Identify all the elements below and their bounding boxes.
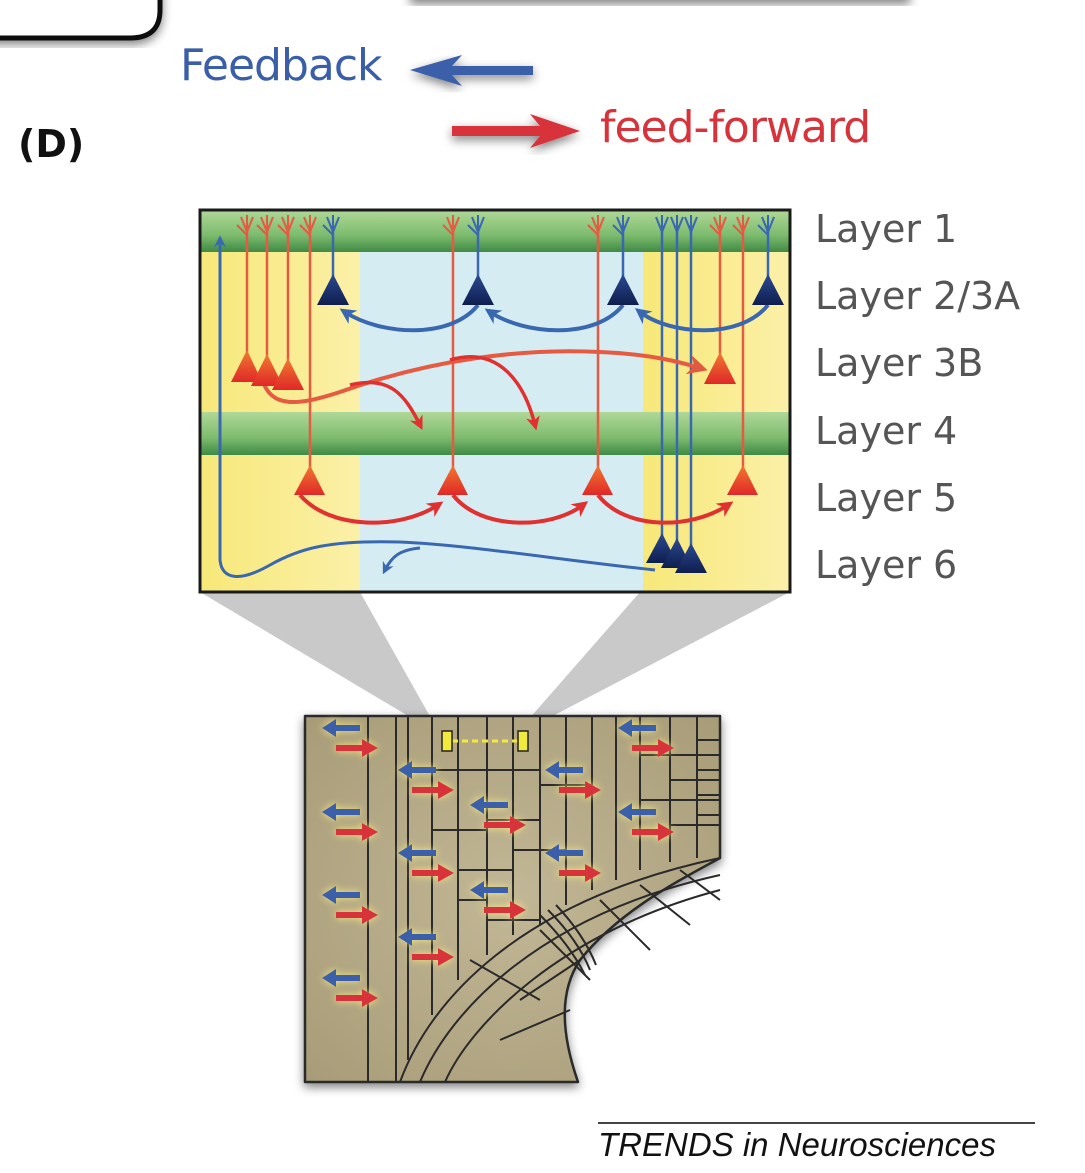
feedforward-arrow-icon <box>484 816 526 834</box>
neuron-l23-3 <box>607 274 639 305</box>
feedforward-dendrite-tufts <box>236 215 750 236</box>
column-right-yellow <box>643 210 790 592</box>
feedforward-arrow-icon <box>412 781 454 799</box>
neuron-l3b-2 <box>251 354 283 386</box>
legend-feedforward-label: feed-forward <box>600 102 871 153</box>
neuron-l5-3 <box>582 465 613 495</box>
feedforward-arrow-icon <box>484 901 526 919</box>
feedback-arrow-icon <box>618 803 656 821</box>
zoom-beam-left <box>200 592 432 720</box>
feedback-arrow-icon <box>322 719 360 737</box>
feedback-arrow-icon <box>545 761 583 779</box>
feedback-arrow-icon <box>618 719 656 737</box>
feedforward-arrow-icon <box>336 906 378 924</box>
feedforward-arrow-icon <box>412 948 454 966</box>
neuron-l3b-1 <box>231 350 262 382</box>
layer-label-3b: Layer 3B <box>815 341 984 385</box>
neuron-l6-3 <box>675 543 707 573</box>
layer5-feedforward-connections <box>298 493 734 525</box>
feedback-arrow-icon <box>322 886 360 904</box>
feedback-arrow-icon <box>470 881 508 899</box>
feedforward-arrow-icon <box>336 989 378 1007</box>
recording-site-1 <box>441 730 453 752</box>
feedforward-arrow-icon <box>559 864 601 882</box>
feedback-arrow-icon <box>398 928 436 946</box>
neuron-l5-1 <box>294 465 325 495</box>
layer-label-1: Layer 1 <box>815 207 958 251</box>
cortex-cell-grid <box>367 716 721 1083</box>
neuron-l3b-4 <box>704 352 736 384</box>
zoom-beam-right <box>528 592 790 720</box>
recording-site-2 <box>517 730 529 752</box>
layer-label-4: Layer 4 <box>815 409 958 453</box>
feedforward-arrow-icon <box>336 823 378 841</box>
neuron-l3b-3 <box>272 358 304 390</box>
laminar-circuit-diagram <box>198 208 792 594</box>
feedback-neurons <box>317 274 784 573</box>
panel-label: (D) <box>18 122 85 166</box>
feedback-arrow-icon <box>545 844 583 862</box>
neuron-l23-2 <box>462 274 494 305</box>
tissue-arrows <box>322 719 674 1007</box>
feedforward-arrow-icon <box>412 864 454 882</box>
feedforward-arrow-icon <box>336 739 378 757</box>
layer-label-2-3a: Layer 2/3A <box>815 274 1021 318</box>
feedback-dendrite-tufts <box>322 215 775 236</box>
feedback-arrow-icon <box>398 844 436 862</box>
feedforward-neurons <box>231 350 758 495</box>
feedback-arrow-icon <box>322 969 360 987</box>
feedforward-arrow-icon <box>559 781 601 799</box>
recording-sites <box>441 730 529 752</box>
feedback-legend-arrow-icon <box>410 55 533 86</box>
neuron-l23-4 <box>752 274 784 305</box>
laminar-box-border <box>198 208 792 594</box>
neuron-l5-2 <box>437 465 468 495</box>
feedforward-arrow-icon <box>632 823 674 841</box>
layer6-feedback-axon <box>214 235 656 578</box>
feedforward-arrow-icon <box>632 739 674 757</box>
feedback-arrow-icon <box>398 761 436 779</box>
layer6-feedback-branch <box>382 546 421 575</box>
neuron-l5-4 <box>727 465 758 495</box>
layer-label-5: Layer 5 <box>815 476 958 520</box>
journal-credit: TRENDS in Neurosciences <box>598 1126 996 1163</box>
feedback-arrow-icon <box>470 796 508 814</box>
neuron-l23-1 <box>317 274 349 305</box>
previous-panel-box-left <box>0 0 163 41</box>
layer23-feedback-connections <box>339 303 770 333</box>
feedback-arrow-icon <box>322 803 360 821</box>
feedforward-legend-arrow-icon <box>452 114 580 148</box>
layer-label-6: Layer 6 <box>815 543 958 587</box>
layer3b-branch-2 <box>449 355 540 431</box>
legend-feedback-label: Feedback <box>180 40 383 91</box>
layer4-band <box>200 412 790 455</box>
layer3b-branch-1 <box>349 380 423 431</box>
credit-divider <box>598 1122 1035 1124</box>
